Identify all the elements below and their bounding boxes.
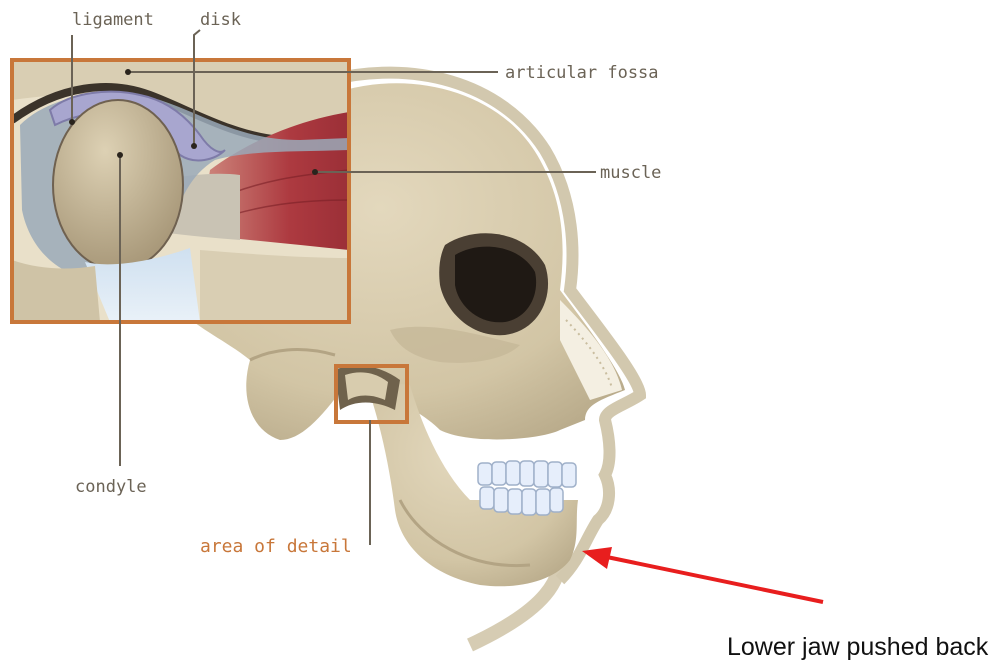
red-arrow-icon [582, 547, 823, 602]
label-condyle: condyle [75, 477, 147, 497]
label-area-of-detail: area of detail [200, 536, 352, 557]
label-articular-fossa: articular fossa [505, 63, 659, 83]
tmj-detail-illustration [12, 60, 349, 322]
label-muscle: muscle [600, 163, 661, 183]
ligament-dot [69, 119, 75, 125]
muscle-dot [312, 169, 318, 175]
label-disk: disk [200, 10, 241, 30]
caption-lower-jaw: Lower jaw pushed back [727, 633, 989, 661]
articular-fossa-dot [125, 69, 131, 75]
disk-dot [191, 143, 197, 149]
condyle-dot [117, 152, 123, 158]
label-ligament: ligament [72, 10, 154, 30]
